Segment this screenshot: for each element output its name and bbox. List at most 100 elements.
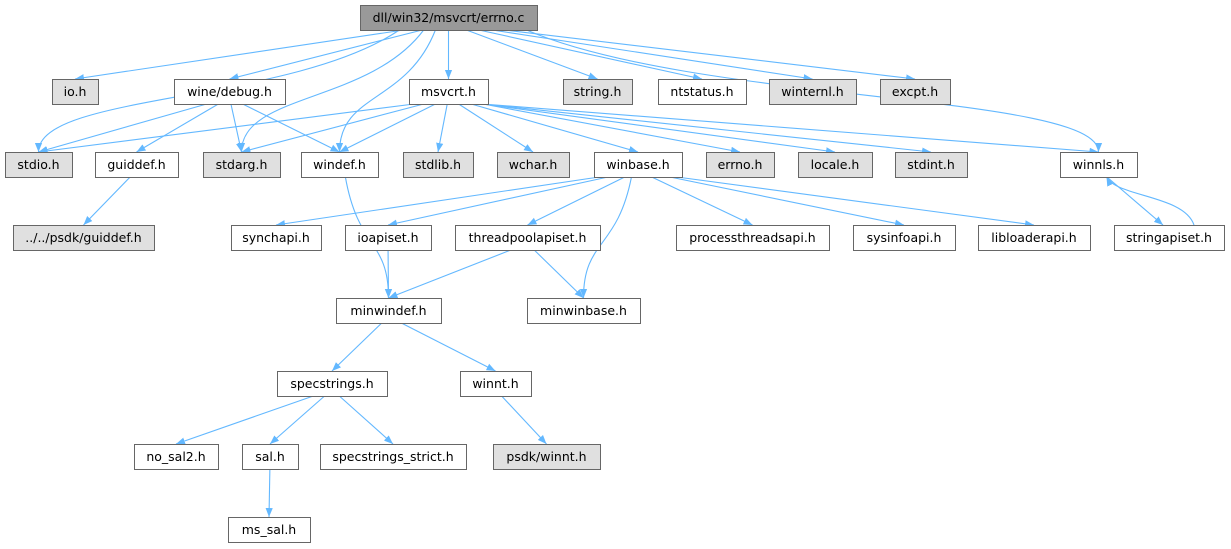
node-box[interactable]	[563, 79, 633, 105]
node-box[interactable]	[360, 5, 538, 31]
node-box[interactable]	[5, 152, 73, 178]
edge-threadpoolapiset_h-to-minwinbase_h	[533, 249, 584, 299]
node-synchapi_h[interactable]: synchapi.h	[231, 225, 322, 251]
node-label: winternl.h	[781, 84, 843, 99]
node-stdlib_h[interactable]: stdlib.h	[403, 152, 474, 178]
node-minwindef_h[interactable]: minwindef.h	[336, 298, 442, 324]
node-box[interactable]	[658, 79, 747, 105]
node-stdarg_h[interactable]: stdarg.h	[203, 152, 281, 178]
node-stdio_h[interactable]: stdio.h	[5, 152, 73, 178]
edge-winbase_h-to-libloaderapi_h	[676, 176, 1035, 228]
node-box[interactable]	[409, 79, 489, 105]
edge-winnls_h-to-stringapiset_h	[1106, 176, 1164, 226]
node-box[interactable]	[594, 152, 683, 178]
node-string_h[interactable]: string.h	[563, 79, 633, 105]
node-label: winnls.h	[1073, 157, 1124, 172]
node-windef_h[interactable]: windef.h	[301, 152, 379, 178]
node-box[interactable]	[853, 225, 956, 251]
node-label: sysinfoapi.h	[867, 230, 942, 245]
node-box[interactable]	[345, 225, 432, 251]
node-errno_h[interactable]: errno.h	[706, 152, 775, 178]
node-box[interactable]	[497, 152, 570, 178]
node-box[interactable]	[455, 225, 601, 251]
node-label: guiddef.h	[107, 157, 165, 172]
edge-winbase_h-to-synchapi_h	[275, 176, 600, 228]
edge-stringapiset_h-to-winnls_h	[1106, 176, 1195, 226]
node-box[interactable]	[527, 298, 641, 324]
edge-winbase_h-to-minwinbase_h	[579, 176, 632, 299]
node-wchar_h[interactable]: wchar.h	[497, 152, 570, 178]
node-winnt_h[interactable]: winnt.h	[460, 371, 532, 397]
node-psdk_winnt_h[interactable]: psdk/winnt.h	[493, 444, 601, 470]
node-box[interactable]	[493, 444, 601, 470]
node-label: minwindef.h	[350, 303, 426, 318]
node-winbase_h[interactable]: winbase.h	[594, 152, 683, 178]
node-threadpoolapiset_h[interactable]: threadpoolapiset.h	[455, 225, 601, 251]
node-io_h[interactable]: io.h	[52, 79, 99, 105]
node-label: libloaderapi.h	[991, 230, 1076, 245]
node-box[interactable]	[203, 152, 281, 178]
node-box[interactable]	[95, 152, 179, 178]
node-box[interactable]	[242, 444, 299, 470]
edge-errno_c-to-windef_h	[335, 29, 436, 153]
node-box[interactable]	[134, 444, 219, 470]
node-winternl_h[interactable]: winternl.h	[769, 79, 857, 105]
nodes-layer: dll/win32/msvcrt/errno.c io.h wine/debug.h…	[5, 5, 1225, 543]
edge-guiddef_h-to-psdk_guiddef_h	[83, 176, 131, 226]
node-box[interactable]	[174, 79, 286, 105]
node-processthreadsapi_h[interactable]: processthreadsapi.h	[676, 225, 830, 251]
node-box[interactable]	[880, 79, 951, 105]
node-stringapiset_h[interactable]: stringapiset.h	[1114, 225, 1225, 251]
node-specstrings_strict_h[interactable]: specstrings_strict.h	[320, 444, 467, 470]
node-guiddef_h[interactable]: guiddef.h	[95, 152, 179, 178]
node-box[interactable]	[277, 371, 388, 397]
node-label: specstrings_strict.h	[332, 449, 453, 464]
node-box[interactable]	[1060, 152, 1138, 178]
node-locale_h[interactable]: locale.h	[798, 152, 873, 178]
node-excpt_h[interactable]: excpt.h	[880, 79, 951, 105]
node-winnls_h[interactable]: winnls.h	[1060, 152, 1138, 178]
node-box[interactable]	[895, 152, 968, 178]
edge-wine_debug_h-to-stdio_h	[38, 103, 207, 153]
node-box[interactable]	[978, 225, 1091, 251]
node-box[interactable]	[676, 225, 830, 251]
node-box[interactable]	[231, 225, 322, 251]
node-sysinfoapi_h[interactable]: sysinfoapi.h	[853, 225, 956, 251]
node-box[interactable]	[336, 298, 442, 324]
node-psdk_guiddef_h[interactable]: ../../psdk/guiddef.h	[13, 225, 155, 251]
node-box[interactable]	[52, 79, 99, 105]
edge-msvcrt_h-to-locale_h	[482, 103, 836, 155]
node-minwinbase_h[interactable]: minwinbase.h	[527, 298, 641, 324]
edge-msvcrt_h-to-stdarg_h	[241, 103, 424, 154]
edge-msvcrt_h-to-winbase_h	[471, 103, 639, 153]
node-box[interactable]	[798, 152, 873, 178]
node-box[interactable]	[228, 517, 311, 543]
node-box[interactable]	[1114, 225, 1225, 251]
node-ntstatus_h[interactable]: ntstatus.h	[658, 79, 747, 105]
edge-errno_c-to-io_h	[74, 29, 404, 82]
edge-errno_c-to-wine_debug_h	[229, 29, 423, 81]
node-box[interactable]	[403, 152, 474, 178]
node-box[interactable]	[320, 444, 467, 470]
node-ms_sal_h[interactable]: ms_sal.h	[228, 517, 311, 543]
edge-winbase_h-to-ioapiset_h	[387, 176, 609, 227]
node-stdint_h[interactable]: stdint.h	[895, 152, 968, 178]
node-sal_h[interactable]: sal.h	[242, 444, 299, 470]
node-libloaderapi_h[interactable]: libloaderapi.h	[978, 225, 1091, 251]
node-no_sal2_h[interactable]: no_sal2.h	[134, 444, 219, 470]
node-errno_c[interactable]: dll/win32/msvcrt/errno.c	[360, 5, 538, 31]
node-msvcrt_h[interactable]: msvcrt.h	[409, 79, 489, 105]
edge-winbase_h-to-sysinfoapi_h	[669, 176, 905, 227]
node-box[interactable]	[301, 152, 379, 178]
node-specstrings_h[interactable]: specstrings.h	[277, 371, 388, 397]
node-box[interactable]	[13, 225, 155, 251]
node-ioapiset_h[interactable]: ioapiset.h	[345, 225, 432, 251]
node-box[interactable]	[460, 371, 532, 397]
edge-winbase_h-to-processthreadsapi_h	[651, 176, 753, 226]
node-box[interactable]	[769, 79, 857, 105]
node-box[interactable]	[706, 152, 775, 178]
edge-errno_c-to-string_h	[466, 29, 598, 80]
edge-msvcrt_h-to-stdint_h	[482, 103, 932, 155]
edge-specstrings_h-to-specstrings_strict_h	[338, 395, 394, 445]
node-wine_debug_h[interactable]: wine/debug.h	[174, 79, 286, 105]
